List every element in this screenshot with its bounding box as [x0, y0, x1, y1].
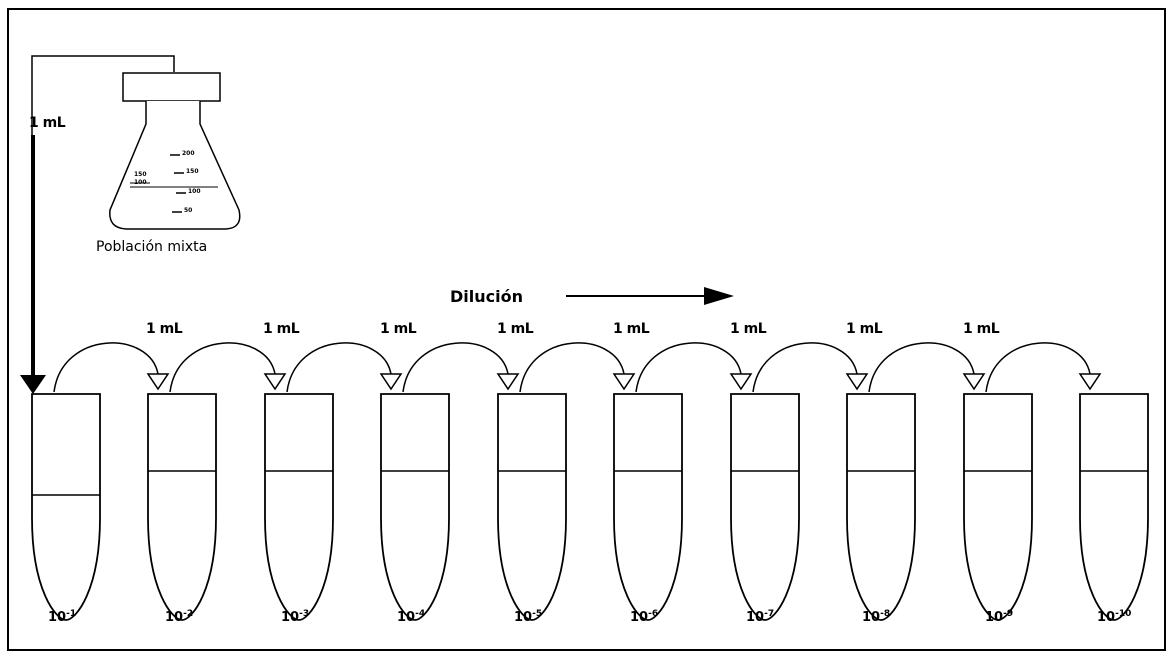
transfer-label: 1 mL — [846, 321, 883, 337]
dilution-label: Dilución — [450, 287, 523, 306]
transfer-arrowhead — [1078, 373, 1102, 391]
transfer-arrowhead — [962, 373, 986, 391]
transfer-arrowhead — [845, 373, 869, 391]
transfer-arrowhead — [496, 373, 520, 391]
tube-dilution-label: 10-5 — [514, 609, 543, 625]
transfer-arc — [752, 342, 869, 393]
test-tube — [730, 393, 800, 621]
flask-meniscus-label: 100 — [134, 179, 147, 186]
transfer-arrowhead — [146, 373, 170, 391]
transfer-arc — [402, 342, 520, 393]
transfer-label: 1 mL — [497, 321, 534, 337]
source-transfer-label: 1 mL — [29, 115, 66, 131]
test-tube — [963, 393, 1033, 621]
test-tube — [613, 393, 683, 621]
test-tube — [264, 393, 334, 621]
transfer-label: 1 mL — [730, 321, 767, 337]
transfer-arrowhead — [729, 373, 753, 391]
test-tube — [497, 393, 567, 621]
flask-scale-label: 100 — [188, 188, 201, 195]
transfer-arc — [985, 342, 1102, 393]
tube-dilution-label: 10-7 — [746, 609, 775, 625]
tube-dilution-label: 10-1 — [48, 609, 77, 625]
tube-dilution-label: 10-6 — [630, 609, 659, 625]
transfer-arc — [635, 342, 753, 393]
flask-icon — [109, 72, 241, 230]
flask-scale-label: 200 — [182, 150, 195, 157]
tube-dilution-label: 10-3 — [281, 609, 310, 625]
flask-meniscus-label: 150 — [134, 171, 147, 178]
transfer-arc — [53, 342, 170, 393]
figure-frame — [7, 8, 1166, 651]
transfer-arrowhead — [612, 373, 636, 391]
dilution-arrowhead — [704, 287, 734, 305]
tube-dilution-label: 10-2 — [165, 609, 194, 625]
test-tube — [1079, 393, 1149, 621]
tube-dilution-label: 10-10 — [1097, 609, 1132, 625]
transfer-label: 1 mL — [263, 321, 300, 337]
transfer-arc — [286, 342, 403, 393]
transfer-arrowhead — [263, 373, 287, 391]
test-tube — [147, 393, 217, 621]
transfer-label: 1 mL — [380, 321, 417, 337]
transfer-label: 1 mL — [963, 321, 1000, 337]
flask-scale-label: 50 — [184, 207, 193, 214]
transfer-arc — [868, 342, 986, 393]
transfer-tube-line — [31, 55, 175, 135]
transfer-label: 1 mL — [613, 321, 650, 337]
tube-dilution-label: 10-8 — [862, 609, 891, 625]
test-tube — [380, 393, 450, 621]
transfer-label: 1 mL — [146, 321, 183, 337]
flask-scale-label: 150 — [186, 168, 199, 175]
tube-dilution-label: 10-4 — [397, 609, 426, 625]
test-tube — [31, 393, 101, 621]
test-tube — [846, 393, 916, 621]
tube-dilution-label: 10-9 — [985, 609, 1014, 625]
source-transfer-arrowhead — [20, 375, 46, 394]
transfer-arc — [519, 342, 636, 393]
transfer-arc — [169, 342, 287, 393]
flask-caption: Población mixta — [96, 239, 208, 255]
transfer-arrowhead — [379, 373, 403, 391]
